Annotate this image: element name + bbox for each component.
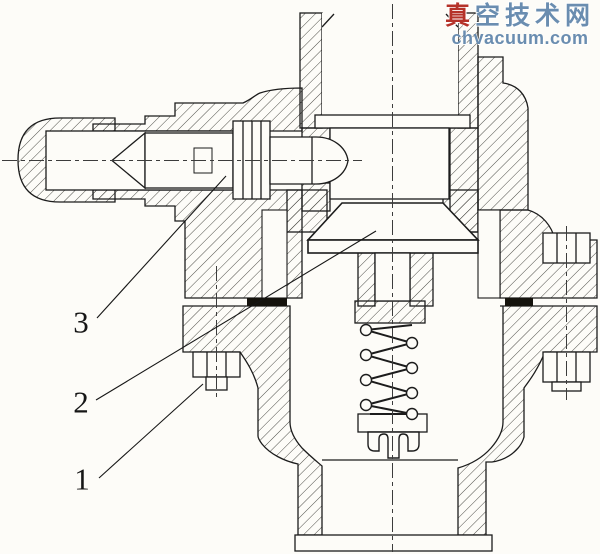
watermark-site-name: 真空技术网: [444, 1, 595, 31]
spring-top-seat: [354, 300, 426, 324]
leader-line-3: [96, 175, 227, 319]
valve-cage: [329, 127, 450, 200]
leader-line-2: [95, 230, 377, 401]
watermark-site-name-first: 真: [444, 1, 475, 30]
centerlines: [2, 4, 567, 552]
leader-lines: [95, 175, 377, 479]
plunger-housing-bottom: [92, 189, 303, 299]
gaskets: [247, 298, 533, 306]
gasket-right: [505, 298, 533, 306]
body-top-right: [477, 56, 529, 211]
lower-flange-left: [182, 305, 323, 536]
lower-flange-right: [457, 305, 598, 536]
gasket-left: [247, 298, 287, 306]
stem-guide-right: [409, 251, 434, 307]
plunger-housing-top: [92, 87, 303, 132]
bottom-port-ring: [294, 534, 493, 552]
top-port-left-wall: [299, 12, 323, 129]
part-label-1: 1: [74, 461, 90, 497]
valve-spring: [359, 323, 419, 421]
part-label-2: 2: [73, 384, 89, 420]
leader-line-1: [98, 383, 204, 479]
watermark: 真空技术网 chvacuum.com: [444, 1, 595, 49]
part-label-3: 3: [73, 304, 89, 340]
stem-fork-guide: [367, 431, 420, 459]
stem-guide-left: [357, 251, 376, 307]
top-port-opening: [322, 13, 458, 128]
watermark-site-name-rest: 空技术网: [474, 1, 595, 30]
body-pockets: [261, 209, 501, 299]
watermark-site-url: chvacuum.com: [451, 27, 589, 48]
